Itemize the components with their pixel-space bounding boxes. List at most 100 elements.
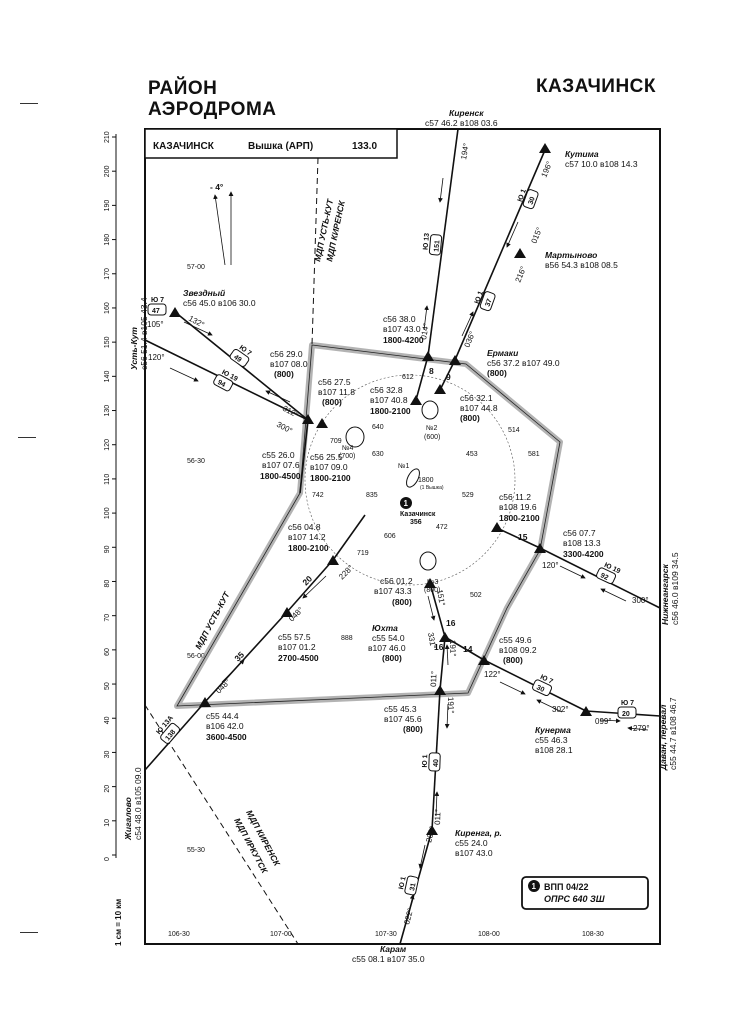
scale-bar: 2102001901801701601501401301201101009080… xyxy=(104,131,123,946)
title-line-2: АЭРОДРОМА xyxy=(148,99,277,120)
svg-text:312°: 312° xyxy=(281,404,300,420)
svg-text:(800): (800) xyxy=(424,587,440,594)
fix-zvezdny xyxy=(169,307,181,317)
svg-text:№2: №2 xyxy=(426,425,438,432)
svg-text:16: 16 xyxy=(434,642,444,652)
svg-text:№3: №3 xyxy=(427,579,439,586)
fix-p3 xyxy=(302,414,314,424)
frequency-box: КАЗАЧИНСК Вышка (АРП) 133.0 xyxy=(144,128,398,159)
fix-p15 xyxy=(434,685,446,695)
fix-p12 xyxy=(281,607,293,617)
svg-text:709: 709 xyxy=(330,438,342,445)
terminal-area-outline xyxy=(176,344,561,707)
svg-text:в108 13.3: в108 13.3 xyxy=(563,538,601,548)
svg-text:в107 45.6: в107 45.6 xyxy=(384,714,422,724)
svg-text:(1 Вышка): (1 Вышка) xyxy=(420,485,444,491)
svg-text:37: 37 xyxy=(485,298,494,308)
svg-text:94: 94 xyxy=(216,379,226,389)
svg-text:92: 92 xyxy=(599,572,609,582)
airport-symbol: 1 Казачинск 356 1800 (1 Вышка) xyxy=(400,477,444,526)
svg-text:с56 51.4 в105 43.4: с56 51.4 в105 43.4 xyxy=(139,297,149,370)
fix-p4 xyxy=(410,395,422,405)
svg-text:1800-2100: 1800-2100 xyxy=(370,406,411,416)
svg-text:№1: №1 xyxy=(398,463,410,470)
scale-tick-label: 210 xyxy=(104,131,111,143)
fix-ermaki xyxy=(449,355,461,365)
svg-text:49: 49 xyxy=(232,354,242,364)
svg-text:(800): (800) xyxy=(274,369,294,379)
fix-p13 xyxy=(478,655,490,665)
svg-text:в106 42.0: в106 42.0 xyxy=(206,721,244,731)
svg-text:с55 44.4: с55 44.4 xyxy=(206,711,239,721)
svg-text:в107 09.0: в107 09.0 xyxy=(310,462,348,472)
svg-text:с55 08.1 в107 35.0: с55 08.1 в107 35.0 xyxy=(352,954,425,964)
hold-2-icon xyxy=(421,400,439,420)
svg-text:742: 742 xyxy=(312,492,324,499)
infobox-service: Вышка (АРП) xyxy=(248,141,313,152)
svg-text:с56 11.2: с56 11.2 xyxy=(499,492,531,502)
svg-text:31: 31 xyxy=(409,882,417,891)
scale-tick-label: 200 xyxy=(104,165,111,177)
map-frame xyxy=(144,128,661,945)
svg-text:в108 19.6: в108 19.6 xyxy=(499,502,537,512)
svg-text:514: 514 xyxy=(508,427,520,434)
scale-tick-label: 90 xyxy=(104,545,111,553)
scale-tick-label: 60 xyxy=(104,648,111,656)
infobox-frequency: 133.0 xyxy=(352,141,377,152)
svg-text:Жигалово: Жигалово xyxy=(123,797,133,841)
svg-text:с56 04.8: с56 04.8 xyxy=(288,522,321,532)
svg-text:9: 9 xyxy=(446,372,451,382)
svg-text:с56 07.7: с56 07.7 xyxy=(563,528,596,538)
svg-text:Ю 7: Ю 7 xyxy=(621,700,634,707)
svg-text:529: 529 xyxy=(462,492,474,499)
svg-text:014°: 014° xyxy=(419,322,431,340)
fix-p11 xyxy=(424,578,436,588)
fix-p8 xyxy=(491,522,503,532)
svg-text:216°: 216° xyxy=(514,265,529,284)
svg-text:356: 356 xyxy=(410,519,422,526)
svg-text:Кунерма: Кунерма xyxy=(535,725,571,735)
svg-text:581: 581 xyxy=(528,451,540,458)
aerodrome-circle xyxy=(304,374,516,586)
scale-tick-label: 10 xyxy=(104,819,111,827)
lat-label: 55-30 xyxy=(187,847,205,854)
svg-text:30: 30 xyxy=(535,684,545,694)
svg-text:(800): (800) xyxy=(392,597,412,607)
margin-mark xyxy=(20,103,38,104)
svg-text:с56 37.2 в107 49.0: с56 37.2 в107 49.0 xyxy=(487,358,560,368)
scale-tick-label: 180 xyxy=(104,234,111,246)
page-title: РАЙОН АЭРОДРОМА xyxy=(148,78,277,120)
svg-text:Киренга, р.: Киренга, р. xyxy=(455,828,502,838)
svg-text:с56 25.5: с56 25.5 xyxy=(310,452,343,462)
svg-text:с56 46.0 в109 34.5: с56 46.0 в109 34.5 xyxy=(670,552,680,625)
svg-text:3300-4200: 3300-4200 xyxy=(563,549,604,559)
track-arrows xyxy=(169,177,649,919)
svg-text:151: 151 xyxy=(433,240,441,252)
scale-tick-label: 40 xyxy=(104,716,111,724)
infobox-name: КАЗАЧИНСК xyxy=(153,141,215,152)
svg-text:Ю 13: Ю 13 xyxy=(423,233,431,251)
svg-text:048°: 048° xyxy=(214,677,232,695)
svg-text:в107 01.2: в107 01.2 xyxy=(278,642,316,652)
svg-text:(800): (800) xyxy=(460,413,480,423)
svg-text:47: 47 xyxy=(152,308,160,315)
svg-text:453: 453 xyxy=(466,451,478,458)
svg-text:с56 01.2: с56 01.2 xyxy=(380,576,413,586)
svg-text:в108 28.1: в108 28.1 xyxy=(535,745,573,755)
svg-text:(800): (800) xyxy=(503,655,523,665)
svg-text:35: 35 xyxy=(232,649,246,663)
lat-label: 57-00 xyxy=(187,264,205,271)
hold-labels: №2 (600) №3 (800) №4 (700) №1 xyxy=(339,425,440,594)
scale-tick-label: 150 xyxy=(104,336,111,348)
svg-text:835: 835 xyxy=(366,492,378,499)
svg-text:с57 46.2 в108 03.6: с57 46.2 в108 03.6 xyxy=(425,118,498,128)
svg-text:(800): (800) xyxy=(322,397,342,407)
title-line-1: РАЙОН xyxy=(148,78,218,99)
graticule: 57-00 56-30 56-00 55-30 106-30 107-00 10… xyxy=(168,264,604,938)
svg-text:1800-4200: 1800-4200 xyxy=(383,335,424,345)
svg-text:№4: №4 xyxy=(342,445,354,452)
svg-text:Мартыново: Мартыново xyxy=(545,250,597,260)
legend-line-2: ОПРС 640 ЗШ xyxy=(544,894,605,904)
svg-text:105°: 105° xyxy=(147,320,164,329)
svg-text:с55 57.5: с55 57.5 xyxy=(278,632,311,642)
